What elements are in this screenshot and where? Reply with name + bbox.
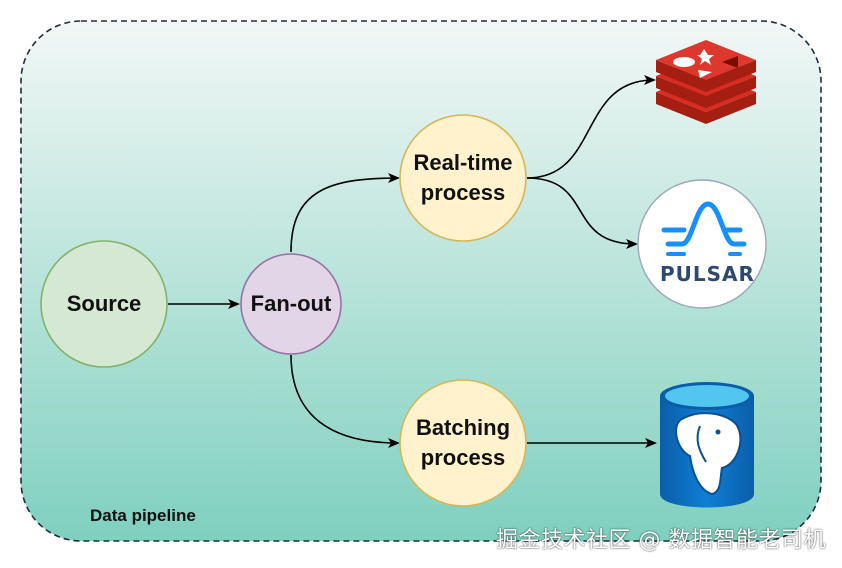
- batching-line1: Batching: [415, 415, 511, 440]
- source-text: Source: [66, 291, 142, 316]
- realtime-process-node[interactable]: [399, 114, 527, 242]
- pulsar-icon: [637, 179, 767, 309]
- postgresql-database-icon: [660, 382, 754, 508]
- batching-process-node[interactable]: [399, 379, 527, 507]
- fanout-label: Fan-out: [241, 284, 341, 324]
- source-node[interactable]: [40, 240, 168, 368]
- edge-fanout-to-realtime: [290, 173, 400, 253]
- batching-label: Batching process: [400, 413, 526, 473]
- data-pipeline-group: [20, 20, 822, 542]
- realtime-label: Real-time process: [400, 148, 526, 208]
- realtime-line1: Real-time: [413, 150, 513, 175]
- pulsar-logo-text: PULSAR: [660, 262, 755, 286]
- data-pipeline-label: Data pipeline: [90, 506, 196, 525]
- fanout-node[interactable]: [240, 253, 342, 355]
- source-label: Source: [41, 284, 167, 324]
- edge-fanout-to-batching: [290, 354, 400, 448]
- realtime-line2: process: [420, 180, 506, 205]
- redis-icon: [656, 40, 756, 124]
- batching-line2: process: [420, 445, 506, 470]
- edge-realtime-to-redis: [526, 75, 656, 179]
- edge-realtime-to-pulsar: [526, 177, 638, 249]
- watermark-text: 掘金技术社区 @ 数据智能老司机: [496, 528, 826, 553]
- fanout-text: Fan-out: [250, 291, 332, 316]
